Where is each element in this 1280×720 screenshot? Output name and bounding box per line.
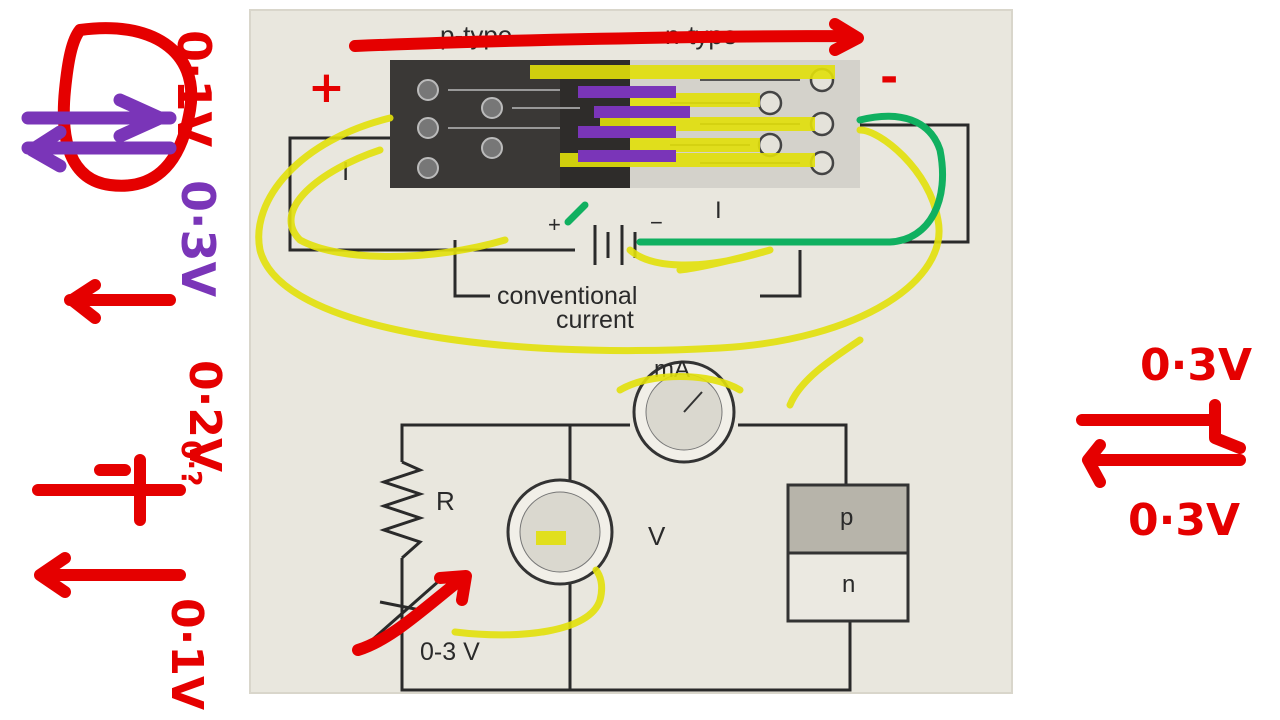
diode-n-label: n bbox=[842, 571, 855, 598]
right-margin-notes: 0·3V 0·3V bbox=[1076, 340, 1252, 546]
left-small-value: 0·? bbox=[175, 440, 208, 486]
red-diode-arrow bbox=[352, 570, 472, 656]
purple-annotations bbox=[578, 86, 690, 162]
left-mid-arrow bbox=[64, 279, 176, 324]
red-plus-sign: + bbox=[308, 62, 345, 113]
red-circle-annotation bbox=[57, 22, 198, 192]
battery-plus-label: + bbox=[548, 212, 561, 237]
left-top-value: 0·1V bbox=[167, 30, 221, 147]
green-annotations bbox=[564, 112, 947, 246]
left-bottom-value: 0·1V bbox=[161, 598, 212, 710]
milliammeter: mA bbox=[632, 356, 736, 464]
left-lower-mark bbox=[32, 454, 186, 526]
battery-minus-label: − bbox=[650, 210, 663, 235]
purple-double-arrow bbox=[21, 93, 177, 173]
voltmeter-label: V bbox=[648, 521, 666, 551]
supply-label: 0-3 V bbox=[420, 638, 480, 666]
yellow-loop-outer bbox=[255, 114, 943, 355]
red-minus-sign: - bbox=[880, 52, 898, 103]
current-label: current bbox=[556, 306, 634, 334]
left-margin-notes: 0·1V 0·3V 0·2V 0·? 0·1V bbox=[21, 30, 230, 710]
right-bottom-value: 0·3V bbox=[1128, 495, 1240, 546]
holes bbox=[417, 79, 503, 179]
left-mid-value: 0·2V bbox=[179, 360, 230, 472]
left-purple-value: 0·3V bbox=[171, 180, 225, 297]
current-label-right: I bbox=[715, 197, 722, 224]
red-top-arrow bbox=[349, 18, 864, 56]
diode-p-label: p bbox=[840, 504, 853, 531]
right-top-value: 0·3V bbox=[1140, 340, 1252, 391]
left-bottom-arrow bbox=[34, 552, 186, 598]
conventional-label: conventional bbox=[497, 282, 637, 310]
current-label-left: I bbox=[342, 156, 349, 186]
diode: p n bbox=[786, 483, 910, 623]
right-double-arrow bbox=[1076, 399, 1246, 488]
red-annotations: + - bbox=[57, 18, 898, 656]
yellow-annotations bbox=[255, 65, 943, 639]
resistor-label: R bbox=[436, 486, 455, 516]
